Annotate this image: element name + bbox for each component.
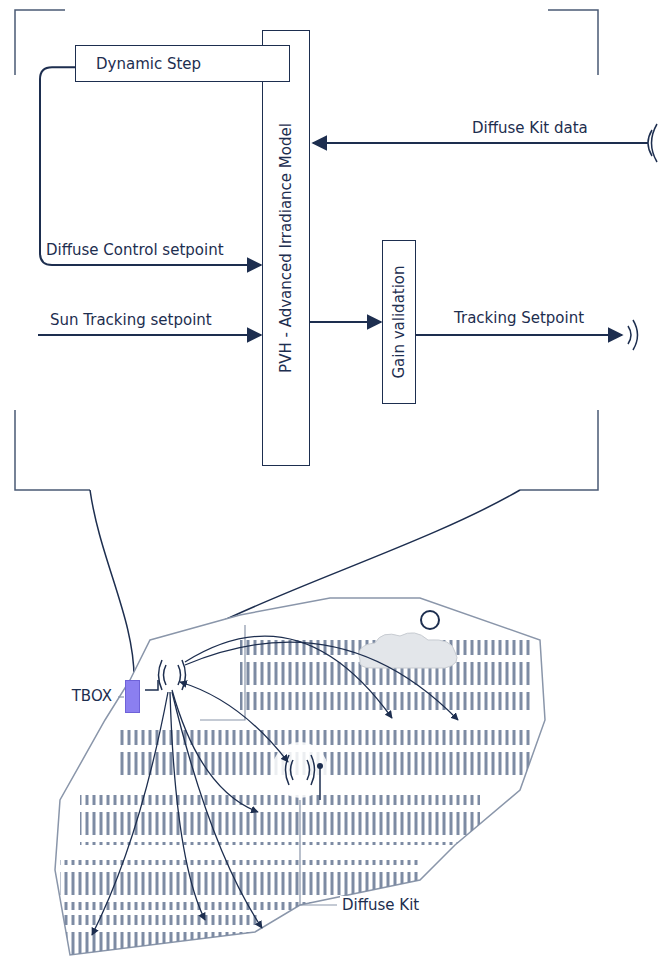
node-label: Gain validation bbox=[390, 265, 408, 378]
antenna-symbol bbox=[648, 124, 657, 162]
signal-label: Sun Tracking setpoint bbox=[48, 311, 214, 329]
connector bbox=[310, 321, 381, 323]
connector bbox=[40, 67, 261, 265]
tbox-unit: TBOX bbox=[125, 680, 140, 713]
node-label: TBOX bbox=[72, 687, 112, 705]
frame-bracket bbox=[15, 10, 598, 490]
input-arrow bbox=[313, 142, 648, 144]
radio-link bbox=[92, 636, 458, 935]
input-arrow bbox=[38, 334, 261, 336]
site-outline bbox=[55, 598, 545, 955]
node-label: PVH - Advanced Irradiance Model bbox=[277, 123, 295, 373]
edge-label: Diffuse Control setpoint bbox=[44, 241, 226, 259]
panel-rows bbox=[60, 640, 530, 955]
antenna-symbol bbox=[628, 320, 638, 350]
leader-line bbox=[300, 800, 337, 905]
cloud-symbol bbox=[359, 633, 457, 668]
tbox-antenna bbox=[145, 660, 186, 690]
signal-label: Diffuse Kit data bbox=[470, 119, 590, 137]
validation-box: Gain validation bbox=[382, 240, 416, 404]
node-label: Dynamic Step bbox=[96, 55, 201, 73]
part-label: Diffuse Kit bbox=[340, 896, 421, 914]
diffuse-kit-antenna bbox=[286, 755, 321, 800]
signal-label: Tracking Setpoint bbox=[452, 309, 586, 327]
sun-symbol bbox=[421, 611, 439, 629]
leader-line bbox=[118, 696, 124, 697]
sensor-dot bbox=[317, 763, 323, 769]
control-box: Dynamic Step bbox=[75, 45, 290, 82]
model-box: PVH - Advanced Irradiance Model bbox=[262, 30, 310, 466]
output-arrow bbox=[416, 334, 622, 336]
